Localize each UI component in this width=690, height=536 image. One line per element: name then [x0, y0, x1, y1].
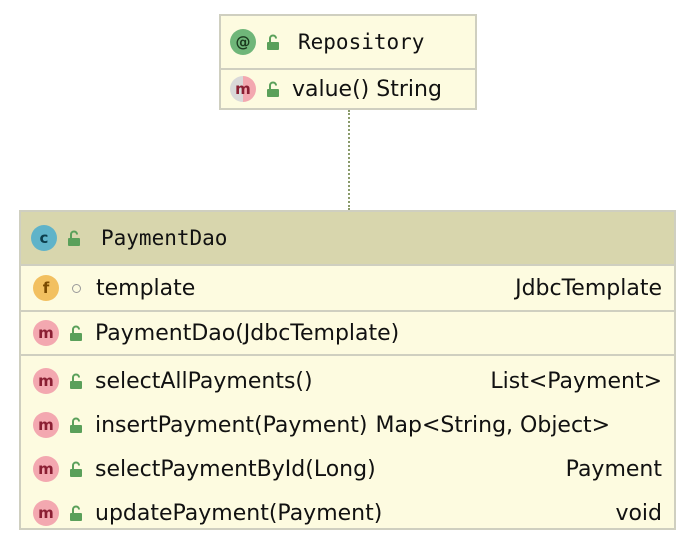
method-name: insertPayment(Payment) [95, 412, 368, 438]
method-badge-icon: m [33, 368, 59, 394]
class-badge-icon: c [31, 225, 57, 251]
method-name: updatePayment(Payment) [95, 500, 383, 526]
method-badge-icon: m [33, 320, 59, 346]
annotation-member-row[interactable]: m value() String [221, 68, 475, 108]
method-badge-icon: m [33, 412, 59, 438]
field-type: JdbcTemplate [515, 275, 662, 301]
public-lock-icon [70, 417, 82, 433]
method-row[interactable]: m selectPaymentById(Long) Payment [21, 447, 674, 491]
constructor-name: PaymentDao(JdbcTemplate) [95, 320, 400, 346]
constructor-row[interactable]: m PaymentDao(JdbcTemplate) [21, 310, 674, 354]
method-name: selectPaymentById(Long) [95, 456, 376, 482]
annotation-member-text: value() String [292, 76, 442, 102]
public-lock-icon [70, 373, 82, 389]
field-badge-icon: f [33, 275, 59, 301]
paymentdao-class-box[interactable]: c PaymentDao f template JdbcTemplate m P… [19, 210, 676, 530]
repository-header: @ Repository [221, 16, 475, 68]
public-lock-icon [267, 81, 279, 97]
method-row[interactable]: m selectAllPayments() List<Payment> [21, 359, 674, 403]
public-lock-icon [70, 461, 82, 477]
method-row[interactable]: m updatePayment(Payment) void [21, 491, 674, 535]
public-lock-icon [68, 230, 80, 246]
annotation-badge-icon: @ [230, 29, 256, 55]
method-badge-icon: m [33, 500, 59, 526]
method-return-type: void [615, 500, 662, 526]
repository-annotation-box[interactable]: @ Repository m value() String [219, 14, 477, 110]
package-private-circle-icon [72, 283, 81, 293]
annotation-name: Repository [298, 30, 425, 54]
class-header: c PaymentDao [21, 212, 674, 264]
method-return-type: Payment [565, 456, 662, 482]
public-lock-icon [70, 505, 82, 521]
field-name: template [96, 275, 196, 301]
public-lock-icon [267, 34, 279, 50]
public-lock-icon [70, 325, 82, 341]
dependency-connector [348, 110, 350, 210]
method-return-type: Map<String, Object> [375, 412, 611, 438]
method-badge-icon: m [33, 456, 59, 482]
field-row[interactable]: f template JdbcTemplate [21, 264, 674, 310]
method-badge-icon: m [230, 76, 256, 102]
method-name: selectAllPayments() [95, 368, 313, 394]
method-row[interactable]: m insertPayment(Payment) Map<String, Obj… [21, 403, 674, 447]
methods-section: m selectAllPayments() List<Payment> m in… [21, 354, 674, 535]
class-name: PaymentDao [101, 226, 228, 250]
method-return-type: List<Payment> [490, 368, 662, 394]
